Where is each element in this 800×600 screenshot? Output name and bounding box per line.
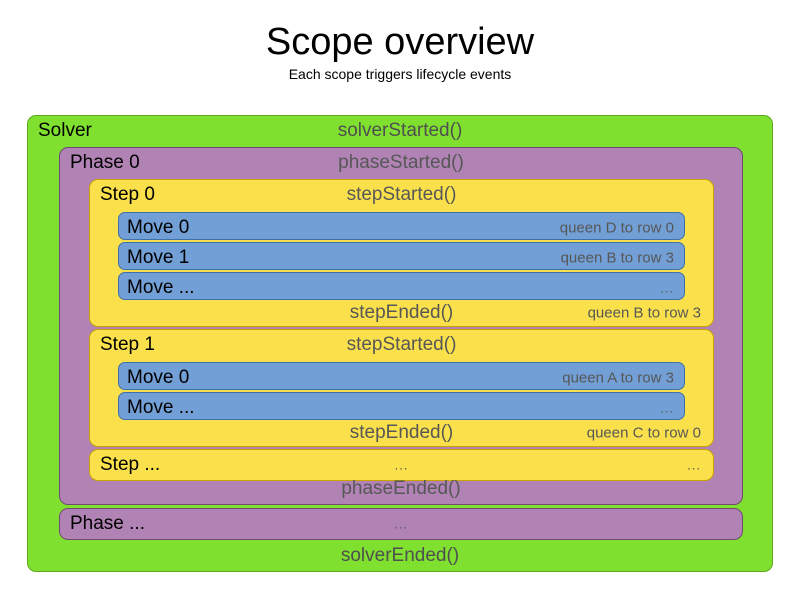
move-scope-0-2[interactable]: Move ... ... bbox=[118, 272, 685, 300]
step-scope-0[interactable]: Step 0 stepStarted() Move 0 queen D to r… bbox=[89, 179, 714, 327]
step-0-ended-detail: queen B to row 3 bbox=[587, 304, 701, 322]
move-detail: queen D to row 0 bbox=[559, 219, 674, 237]
move-label: Move 0 bbox=[127, 367, 190, 388]
move-detail: ... bbox=[660, 400, 674, 416]
phase-0-label: Phase 0 bbox=[70, 152, 140, 173]
phase-0-header-row: Phase 0 phaseStarted() bbox=[60, 148, 742, 178]
move-label: Move ... bbox=[127, 397, 195, 418]
move-detail: queen B to row 3 bbox=[560, 249, 674, 267]
move-detail: ... bbox=[660, 280, 674, 296]
move-label: Move 0 bbox=[127, 217, 190, 238]
solver-scope[interactable]: Solver solverStarted() Phase 0 phaseStar… bbox=[27, 115, 773, 572]
solver-header-row: Solver solverStarted() bbox=[28, 116, 772, 146]
move-scope-1-0[interactable]: Move 0 queen A to row 3 bbox=[118, 362, 685, 390]
step-ellipsis-event: ... bbox=[394, 457, 409, 473]
page-subtitle: Each scope triggers lifecycle events bbox=[288, 66, 512, 83]
step-0-label: Step 0 bbox=[100, 184, 155, 205]
move-row: Move ... ... bbox=[119, 393, 684, 423]
page-header: Scope overview Each scope triggers lifec… bbox=[0, 0, 800, 82]
phase-ellipsis-row: Phase ... ... bbox=[60, 509, 742, 539]
solver-ended-event: solverEnded() bbox=[340, 545, 460, 566]
move-row: Move 1 queen B to row 3 bbox=[119, 243, 684, 273]
move-row: Move ... ... bbox=[119, 273, 684, 303]
solver-label: Solver bbox=[38, 120, 92, 141]
page-title: Scope overview bbox=[265, 21, 535, 63]
step-1-ended-detail: queen C to row 0 bbox=[586, 424, 701, 442]
solver-footer-row: solverEnded() bbox=[28, 541, 772, 571]
move-scope-0-1[interactable]: Move 1 queen B to row 3 bbox=[118, 242, 685, 270]
step-0-header-row: Step 0 stepStarted() bbox=[90, 180, 713, 210]
phase-0-footer-row: phaseEnded() bbox=[60, 474, 742, 504]
move-row: Move 0 queen A to row 3 bbox=[119, 363, 684, 393]
step-ellipsis-label: Step ... bbox=[100, 454, 161, 475]
phase-scope-0[interactable]: Phase 0 phaseStarted() Step 0 stepStarte… bbox=[59, 147, 743, 505]
step-0-started-event: stepStarted() bbox=[346, 184, 457, 205]
phase-ellipsis-event: ... bbox=[394, 516, 408, 532]
move-scope-1-1[interactable]: Move ... ... bbox=[118, 392, 685, 420]
step-1-header-row: Step 1 stepStarted() bbox=[90, 330, 713, 360]
phase-0-started-event: phaseStarted() bbox=[338, 152, 464, 173]
phase-ellipsis-label: Phase ... bbox=[70, 513, 145, 534]
step-1-started-event: stepStarted() bbox=[346, 334, 457, 355]
phase-scope-ellipsis[interactable]: Phase ... ... bbox=[59, 508, 743, 540]
step-scope-1[interactable]: Step 1 stepStarted() Move 0 queen A to r… bbox=[89, 329, 714, 447]
move-label: Move ... bbox=[127, 277, 195, 298]
move-row: Move 0 queen D to row 0 bbox=[119, 213, 684, 243]
step-1-footer-row: stepEnded() queen C to row 0 bbox=[90, 418, 713, 448]
step-0-footer-row: stepEnded() queen B to row 3 bbox=[90, 298, 713, 328]
move-detail: queen A to row 3 bbox=[562, 369, 674, 387]
move-scope-0-0[interactable]: Move 0 queen D to row 0 bbox=[118, 212, 685, 240]
step-ellipsis-detail: ... bbox=[687, 457, 701, 473]
phase-0-ended-event: phaseEnded() bbox=[341, 478, 461, 499]
solver-started-event: solverStarted() bbox=[337, 120, 463, 141]
move-label: Move 1 bbox=[127, 247, 190, 268]
step-1-label: Step 1 bbox=[100, 334, 155, 355]
step-scope-ellipsis[interactable]: Step ... ... ... bbox=[89, 449, 714, 481]
